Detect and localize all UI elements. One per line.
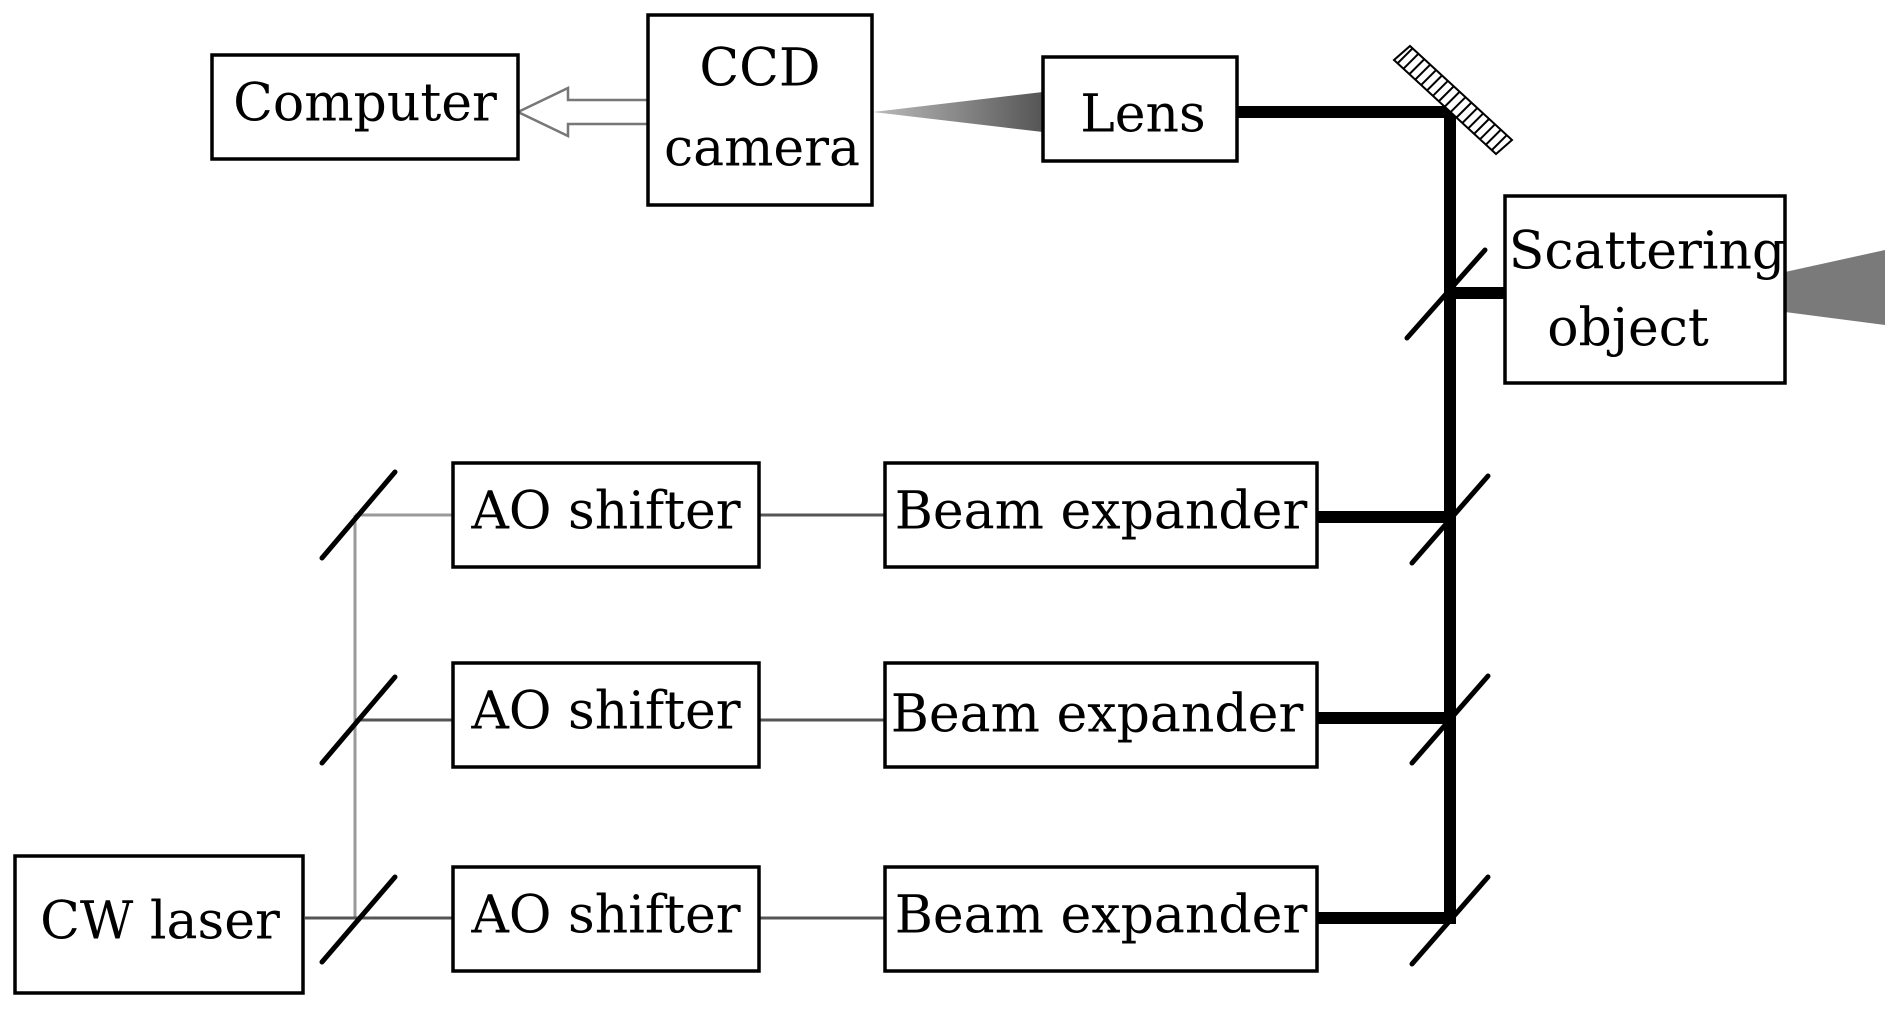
mirror-hatched xyxy=(1392,44,1514,156)
computer-box: Computer xyxy=(210,53,520,161)
combining-splitter-1 xyxy=(1409,473,1491,566)
beam-splitters xyxy=(319,247,1491,967)
scattering-object-label-line1: Scattering xyxy=(1509,222,1786,282)
scattering-splitter xyxy=(1404,247,1488,341)
combining-splitter-3 xyxy=(1409,874,1491,967)
ao-shifter-label-2: AO shifter xyxy=(470,682,740,742)
ao-shifter-label-3: AO shifter xyxy=(470,886,740,946)
lens-box: Lens xyxy=(1041,55,1239,163)
data-transfer-arrow xyxy=(515,86,650,138)
beam-expander-label-3: Beam expander xyxy=(895,886,1308,946)
beam-expander-label-2: Beam expander xyxy=(891,685,1304,745)
computer-label: Computer xyxy=(233,74,497,134)
beam-expander-label-1: Beam expander xyxy=(895,482,1308,542)
scattered-light-cone xyxy=(1785,250,1885,325)
beam-expander-box-3: Beam expander xyxy=(883,865,1319,973)
laser-splitter-1 xyxy=(319,469,398,561)
ccd-camera-box: CCD camera xyxy=(646,13,874,207)
scattering-object-box: Scattering object xyxy=(1503,194,1787,385)
ao-shifter-label-1: AO shifter xyxy=(470,482,740,542)
ccd-camera-label-line2: camera xyxy=(664,119,860,179)
lens-label: Lens xyxy=(1080,85,1205,145)
beam-expander-box-2: Beam expander xyxy=(883,661,1319,769)
mirror xyxy=(1392,44,1514,156)
cw-laser-box: CW laser xyxy=(13,854,305,995)
cw-laser-label: CW laser xyxy=(40,892,280,952)
ao-shifter-box-2: AO shifter xyxy=(451,661,761,769)
ccd-camera-label-line1: CCD xyxy=(699,39,820,99)
ao-shifter-box-3: AO shifter xyxy=(451,865,761,973)
laser-splitter-3 xyxy=(319,874,398,965)
scattering-object-label-line2: object xyxy=(1547,299,1709,359)
lens-to-camera-cone xyxy=(873,92,1043,132)
ao-shifter-box-1: AO shifter xyxy=(451,461,761,569)
laser-splitter-2 xyxy=(319,674,398,766)
beam-expander-box-1: Beam expander xyxy=(883,461,1319,569)
combining-splitter-2 xyxy=(1409,673,1491,766)
